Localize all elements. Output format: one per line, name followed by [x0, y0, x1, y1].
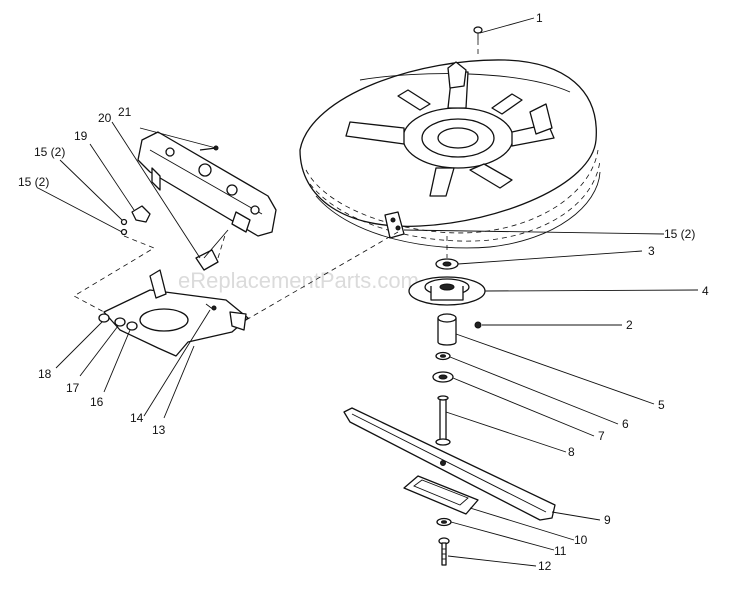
nut-2 — [474, 321, 482, 329]
callout-4: 4 — [702, 284, 709, 298]
deck-bracket-top — [447, 61, 467, 89]
mount-bracket-plate — [137, 131, 277, 237]
callout-15-left-lower: 15 (2) — [18, 175, 49, 189]
callout-13: 13 — [152, 423, 166, 437]
callout-17: 17 — [66, 381, 80, 395]
callout-2: 2 — [626, 318, 633, 332]
callout-21: 21 — [118, 105, 132, 119]
callout-7: 7 — [598, 429, 605, 443]
callout-labels: 1 2 3 4 5 6 7 8 9 10 11 12 13 14 15 (2) … — [18, 11, 709, 573]
callout-9: 9 — [604, 513, 611, 527]
callout-5: 5 — [658, 398, 665, 412]
mower-deck-housing — [299, 59, 601, 249]
callout-3: 3 — [648, 244, 655, 258]
callout-1: 1 — [536, 11, 543, 25]
callout-12: 12 — [538, 559, 552, 573]
spindle-shaft-8 — [435, 395, 451, 446]
spindle-housing-4 — [408, 276, 486, 306]
watermark-text: eReplacementParts.com — [178, 268, 419, 293]
washer-11 — [436, 517, 452, 527]
callout-20: 20 — [98, 111, 112, 125]
bolt-15-left — [120, 218, 128, 236]
callout-19: 19 — [74, 129, 88, 143]
washer-3 — [435, 258, 459, 270]
pin-21 — [199, 145, 219, 151]
blade-bolt-12 — [438, 537, 450, 566]
callout-18: 18 — [38, 367, 52, 381]
bearing-7 — [432, 371, 454, 383]
callout-6: 6 — [622, 417, 629, 431]
rod-20 — [195, 229, 229, 271]
spindle-tube-5 — [437, 313, 457, 346]
deck-bracket-right — [529, 103, 553, 135]
assembly-guide-right — [245, 231, 399, 321]
leader-lines — [37, 17, 699, 567]
callout-15-left-upper: 15 (2) — [34, 145, 65, 159]
clip-19 — [131, 205, 151, 223]
callout-16: 16 — [90, 395, 104, 409]
callout-15-right: 15 (2) — [664, 227, 695, 241]
callout-14: 14 — [130, 411, 144, 425]
blade-9 — [343, 407, 556, 521]
bushings-16-17-18 — [98, 313, 138, 331]
callout-11: 11 — [554, 544, 567, 558]
blade-adapter-10 — [403, 475, 479, 515]
callout-8: 8 — [568, 445, 575, 459]
washer-6 — [435, 351, 451, 361]
deck-spoke-frame — [345, 71, 555, 197]
callout-10: 10 — [574, 533, 588, 547]
deck-bracket-front — [384, 211, 405, 239]
bolt-top — [473, 26, 483, 40]
spring-14 — [205, 303, 217, 311]
